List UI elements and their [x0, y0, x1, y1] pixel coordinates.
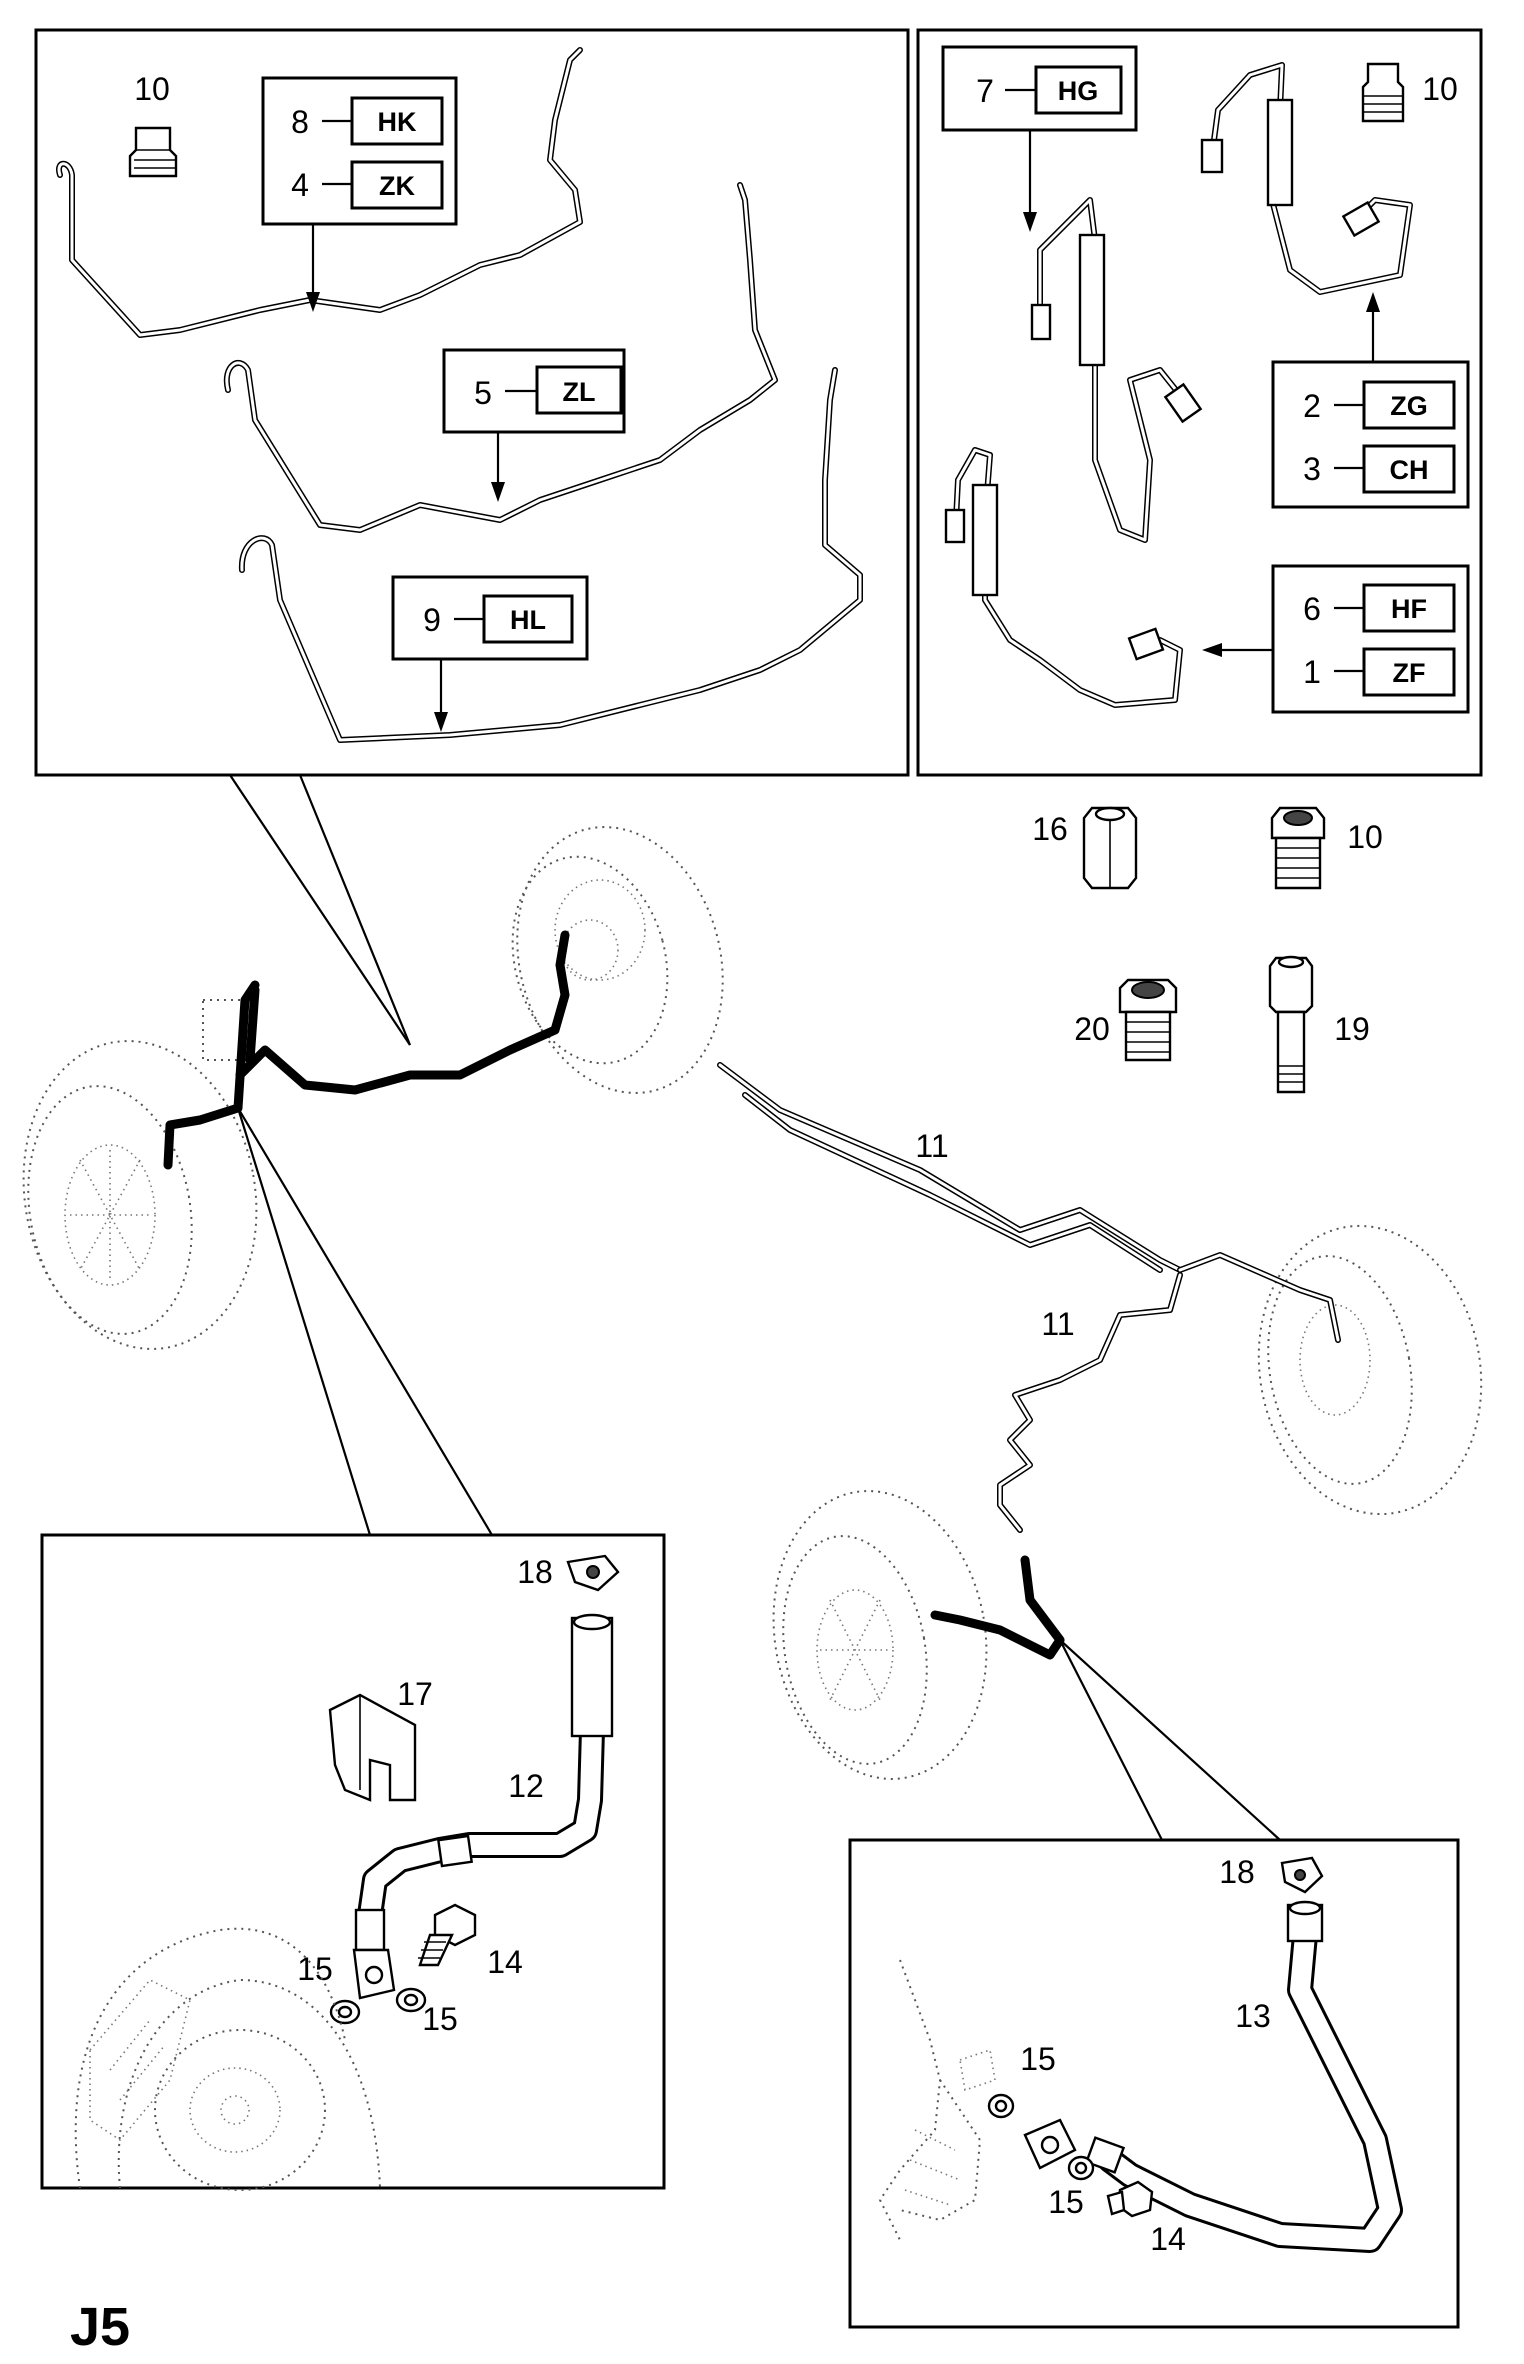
bl-callout-12: 12 — [508, 1768, 544, 1804]
bl-callout-15-right: 15 — [422, 2001, 458, 2037]
code-ZL: ZL — [563, 377, 596, 407]
tube-nut-icon — [1270, 806, 1326, 890]
brake-hose-icon — [1023, 1900, 1403, 2253]
tube-nut-icon — [1118, 978, 1178, 1062]
code-HF: HF — [1391, 594, 1427, 624]
callout-11-lower: 11 — [1041, 1306, 1074, 1342]
callout-9: 9 — [423, 602, 441, 638]
callout-5: 5 — [474, 375, 492, 411]
banjo-bolt-icon — [418, 1903, 477, 1967]
callout-2: 2 — [1303, 388, 1321, 424]
callout-10-top-right: 10 — [1422, 71, 1458, 107]
callout-8: 8 — [291, 104, 309, 140]
br-callout-14: 14 — [1150, 2221, 1186, 2257]
brake-hose-icon — [1200, 62, 1413, 295]
loose-parts: 16 10 20 19 — [1032, 806, 1383, 1094]
tube-nut-icon — [128, 126, 178, 178]
brake-hose-icon — [944, 447, 1183, 708]
page-label: J5 — [70, 2297, 130, 2357]
callout-6: 6 — [1303, 591, 1321, 627]
retaining-clip-icon — [1280, 1856, 1324, 1894]
brake-pipe-icon — [56, 47, 583, 338]
code-ZG: ZG — [1390, 391, 1428, 421]
panel-front-hose-detail: 18 17 12 14 15 — [40, 1533, 666, 2191]
br-callout-18: 18 — [1219, 1854, 1255, 1890]
bl-callout-14: 14 — [487, 1944, 523, 1980]
callout-10-top-left: 10 — [134, 71, 170, 107]
wheel-icon — [772, 1490, 988, 1780]
panel-rear-hose-detail: 18 13 15 15 14 — [848, 1838, 1460, 2329]
callout-19: 19 — [1334, 1011, 1370, 1047]
connector-icon — [1268, 955, 1314, 1094]
code-CH: CH — [1390, 455, 1429, 485]
brake-hose-icon — [352, 1613, 614, 2000]
br-callout-15-lower: 15 — [1048, 2184, 1084, 2220]
callout-10-middle: 10 — [1347, 819, 1383, 855]
bl-callout-17: 17 — [397, 1676, 433, 1712]
callout-3: 3 — [1303, 451, 1321, 487]
callout-16: 16 — [1032, 811, 1068, 847]
tube-nut-icon — [1361, 62, 1405, 123]
brake-caliper-icon — [74, 1927, 381, 2191]
brake-hose-icon — [1030, 197, 1203, 543]
br-callout-15-upper: 15 — [1020, 2041, 1056, 2077]
code-HK: HK — [378, 107, 417, 137]
wheel-icon — [1257, 1224, 1483, 1516]
wheel-icon — [22, 1040, 258, 1350]
callout-11-upper: 11 — [915, 1128, 948, 1164]
axle-bracket-icon — [878, 1959, 996, 2241]
wheel-icon — [511, 826, 724, 1094]
brake-pipe-icon — [238, 367, 863, 743]
code-ZF: ZF — [1393, 658, 1426, 688]
code-HL: HL — [510, 605, 546, 635]
retaining-clip-icon — [566, 1554, 620, 1592]
bl-callout-18: 18 — [517, 1554, 553, 1590]
bl-callout-15-left: 15 — [297, 1951, 333, 1987]
callout-20: 20 — [1074, 1011, 1110, 1047]
union-nut-icon — [1082, 806, 1138, 890]
code-HG: HG — [1058, 76, 1099, 106]
callout-4: 4 — [291, 167, 309, 203]
br-callout-13: 13 — [1235, 1998, 1271, 2034]
code-ZK: ZK — [379, 171, 415, 201]
panel-front-brake-pipes: 10 8 HK 4 ZK 5 ZL — [34, 28, 910, 1046]
callout-1: 1 — [1303, 654, 1321, 690]
bracket-icon — [328, 1693, 417, 1802]
panel-brake-hoses: 10 7 HG — [916, 28, 1483, 777]
banjo-bolt-icon — [1106, 2180, 1154, 2218]
callout-7: 7 — [976, 73, 994, 109]
brake-pipe-icon — [223, 182, 778, 533]
